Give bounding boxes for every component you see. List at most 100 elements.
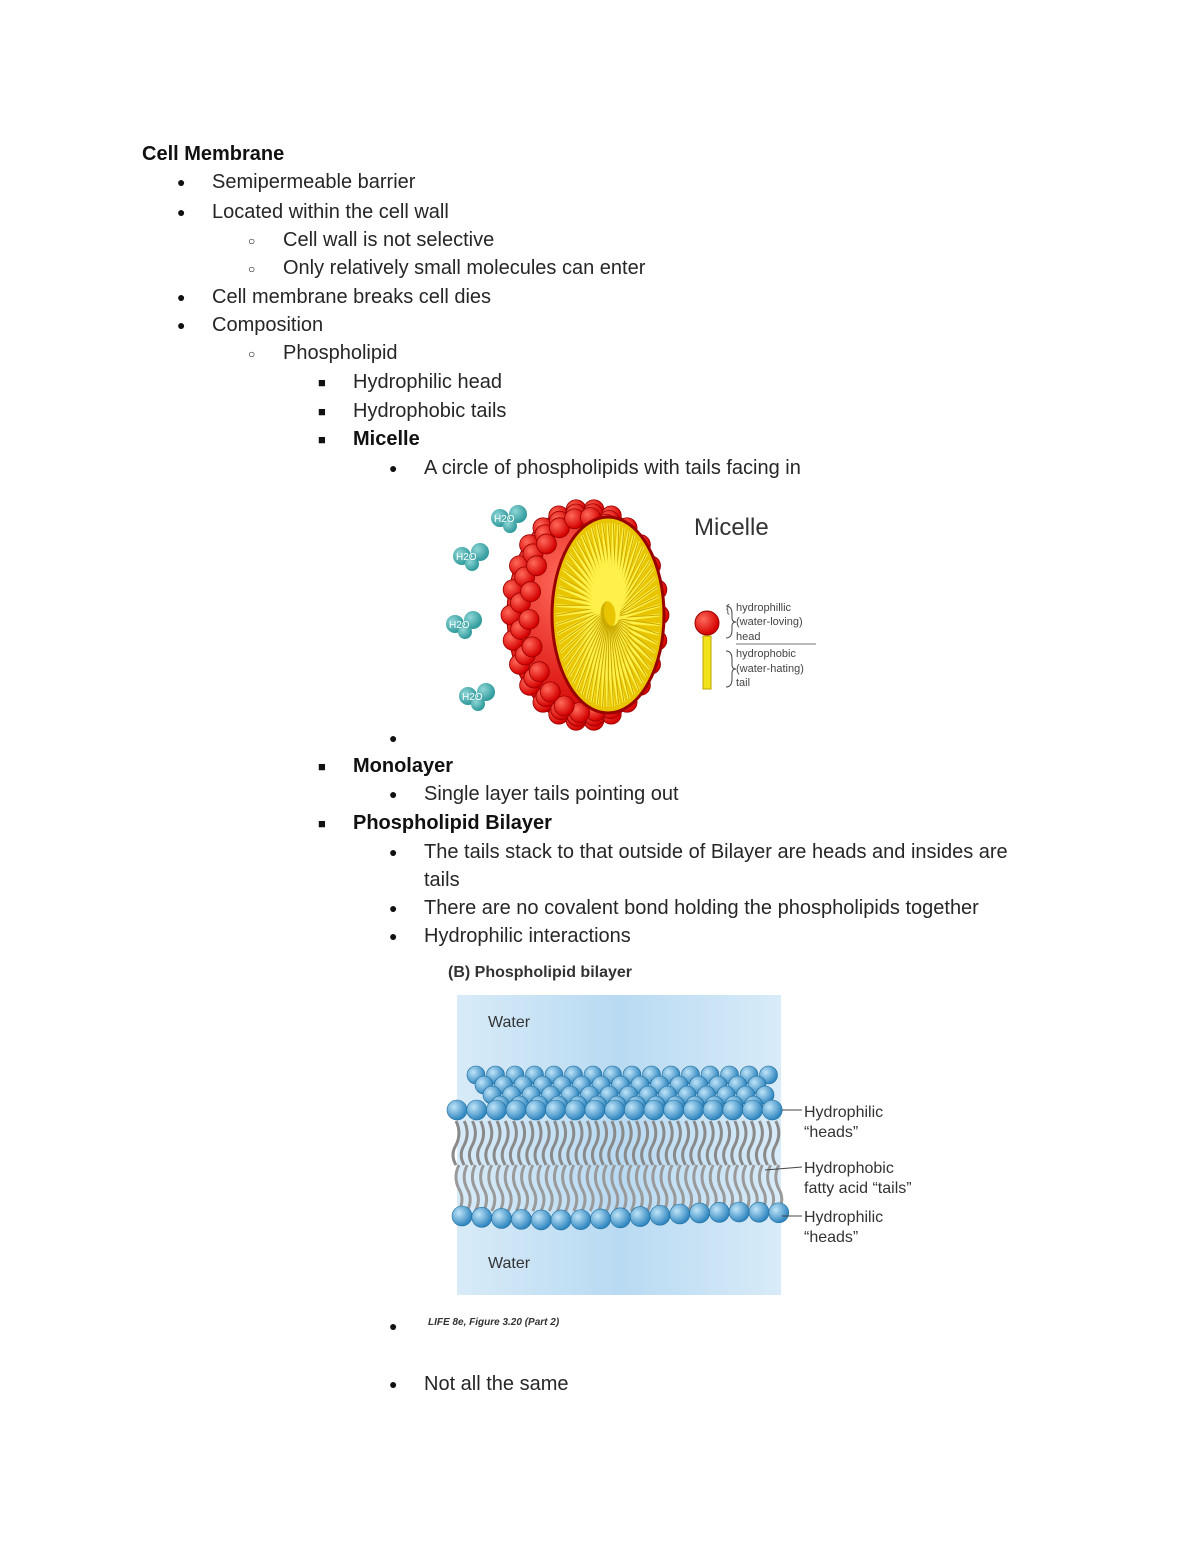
micelle-tail-shade (618, 618, 660, 626)
bilayer-tail (713, 1120, 723, 1166)
bilayer-head (590, 1208, 611, 1230)
bullet-disc (177, 198, 185, 226)
bilayer-head (570, 1209, 592, 1230)
svg-text:H2O: H2O (456, 552, 477, 563)
bilayer-head (525, 1099, 547, 1121)
list-item: A circle of phospholipids with tails fac… (424, 457, 801, 479)
micelle-tail-shade (558, 610, 605, 644)
bilayer-tail (738, 1120, 748, 1166)
list-item-continuation: tails (424, 869, 460, 891)
bilayer-tail (549, 1120, 559, 1166)
bullet-circle (248, 226, 255, 255)
bilayer-tail (585, 1164, 595, 1212)
bilayer-head (742, 1099, 763, 1121)
bilayer-tail (569, 1164, 579, 1212)
micelle-tail-shade (617, 621, 656, 653)
bilayer-tail (582, 1120, 592, 1166)
bilayer-tail (626, 1164, 636, 1212)
water-molecule: H2O (446, 611, 482, 639)
list-item: Cell membrane breaks cell dies (212, 286, 492, 308)
micelle-tail (595, 626, 605, 706)
bilayer-tail (511, 1164, 521, 1212)
micelle-tail-shade (619, 586, 658, 614)
micelle-head (518, 609, 540, 630)
micelle-tail (612, 534, 636, 607)
bilayer-title: (B) Phospholipid bilayer (448, 964, 632, 981)
bullet-square (318, 809, 326, 838)
list-item: Located within the cell wall (212, 201, 449, 223)
bullet-circle (248, 339, 255, 368)
heads-bottom-label-2: “heads” (804, 1229, 858, 1246)
bilayer-head (689, 1202, 710, 1224)
micelle-tail-shade (568, 616, 605, 677)
list-item-heading: Monolayer (353, 755, 454, 777)
bullet-disc (389, 838, 397, 866)
bilayer-tail (599, 1120, 609, 1166)
bilayer-tail (741, 1164, 751, 1212)
water-molecule: H2O (459, 683, 495, 711)
water-molecule: H2O (491, 505, 527, 533)
bilayer-tail (451, 1120, 461, 1166)
micelle-shell (500, 499, 670, 731)
micelle-head (520, 581, 542, 603)
micelle-tail (609, 627, 645, 685)
micelle-tail-shade (565, 614, 605, 670)
micelle-tail-shade (562, 613, 605, 662)
bilayer-tail (659, 1164, 669, 1212)
figure-caption: LIFE 8e, Figure 3.20 (Part 2) (428, 1317, 560, 1328)
bilayer-head (451, 1205, 473, 1227)
bilayer-head (709, 1201, 730, 1223)
legend-head-3: head (736, 631, 760, 643)
micelle-head (539, 681, 561, 703)
bullet-disc (177, 311, 185, 339)
bilayer-tail (766, 1164, 776, 1212)
bilayer-head (683, 1099, 704, 1121)
micelle-tail-shade (609, 625, 620, 706)
bilayer-tail (470, 1164, 480, 1212)
heads-top-label-1: Hydrophilic (804, 1104, 883, 1121)
bilayer-tail (577, 1164, 587, 1212)
bilayer-head (505, 1099, 527, 1121)
micelle-tail-shade (576, 619, 606, 690)
bilayer-heads (446, 1065, 790, 1231)
micelle-tail (556, 594, 602, 609)
bullet-disc (389, 724, 397, 752)
water-top-label: Water (488, 1014, 531, 1031)
micelle-tail (590, 527, 611, 602)
list-item: Phospholipid (283, 342, 398, 364)
bilayer-tail (508, 1120, 518, 1166)
bilayer-tail (459, 1120, 469, 1166)
bilayer-tail (700, 1164, 710, 1212)
micelle-tail (557, 585, 603, 608)
water-bottom-label: Water (488, 1255, 531, 1272)
phospholipid-legend: { hydrophillic (water-loving) head hydro… (694, 602, 816, 690)
bullet-disc (389, 894, 397, 922)
bilayer-tail (492, 1120, 502, 1166)
list-item: Hydrophilic interactions (424, 925, 631, 947)
bilayer-tail (631, 1120, 641, 1166)
bilayer-head (761, 1099, 783, 1121)
bilayer-tail (697, 1120, 707, 1166)
bilayer-tail (528, 1164, 538, 1212)
bilayer-tail (681, 1120, 691, 1166)
svg-text:H2O: H2O (449, 620, 470, 631)
bilayer-tail (610, 1164, 620, 1212)
bilayer-tail (730, 1120, 740, 1166)
bilayer-tail (479, 1164, 489, 1212)
legend-tail-1: hydrophobic (736, 648, 796, 660)
bilayer-tail (574, 1120, 584, 1166)
bilayer-tail (593, 1164, 603, 1212)
micelle-tail-shade (616, 622, 654, 662)
micelle-tail-shade (609, 625, 614, 707)
bilayer-head (466, 1099, 488, 1121)
bilayer-head (545, 1099, 566, 1121)
bilayer-head (768, 1202, 790, 1224)
heads-top-label-2: “heads” (804, 1124, 858, 1141)
micelle-tail (611, 527, 626, 605)
micelle-tail-shade (614, 624, 648, 677)
list-item: Single layer tails pointing out (424, 783, 679, 805)
micelle-tail (585, 624, 604, 700)
micelle-tail-shade (572, 617, 606, 684)
micelle-head (521, 636, 543, 658)
